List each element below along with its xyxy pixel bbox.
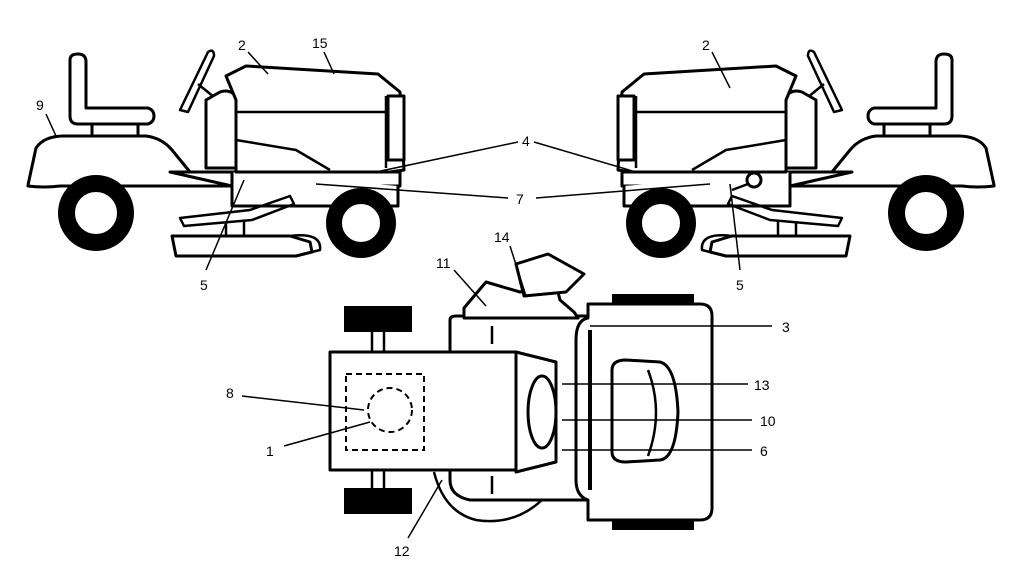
callout-3: 3 (782, 319, 790, 335)
callout-5-right: 5 (736, 277, 744, 293)
callout-2-left: 2 (238, 37, 246, 53)
top-view-mower (328, 252, 714, 530)
callout-8: 8 (226, 385, 234, 401)
callout-7: 7 (516, 191, 524, 207)
callout-2-right: 2 (702, 37, 710, 53)
callout-4: 4 (522, 133, 530, 149)
callout-9: 9 (36, 97, 44, 113)
callout-11: 11 (436, 255, 451, 271)
callout-6: 6 (760, 443, 768, 459)
callout-13: 13 (754, 377, 770, 393)
leader-lines (45, 51, 772, 539)
callout-14: 14 (494, 229, 510, 245)
callout-numbers: 9 2 15 2 4 7 5 5 14 11 3 8 1 13 10 6 12 (36, 35, 790, 559)
callout-1: 1 (266, 443, 274, 459)
left-side-view-mower (26, 49, 406, 258)
callout-5-left: 5 (200, 277, 208, 293)
callout-15: 15 (312, 35, 328, 51)
callout-12: 12 (394, 543, 410, 559)
callout-10: 10 (760, 413, 776, 429)
right-side-view-mower (616, 49, 996, 258)
